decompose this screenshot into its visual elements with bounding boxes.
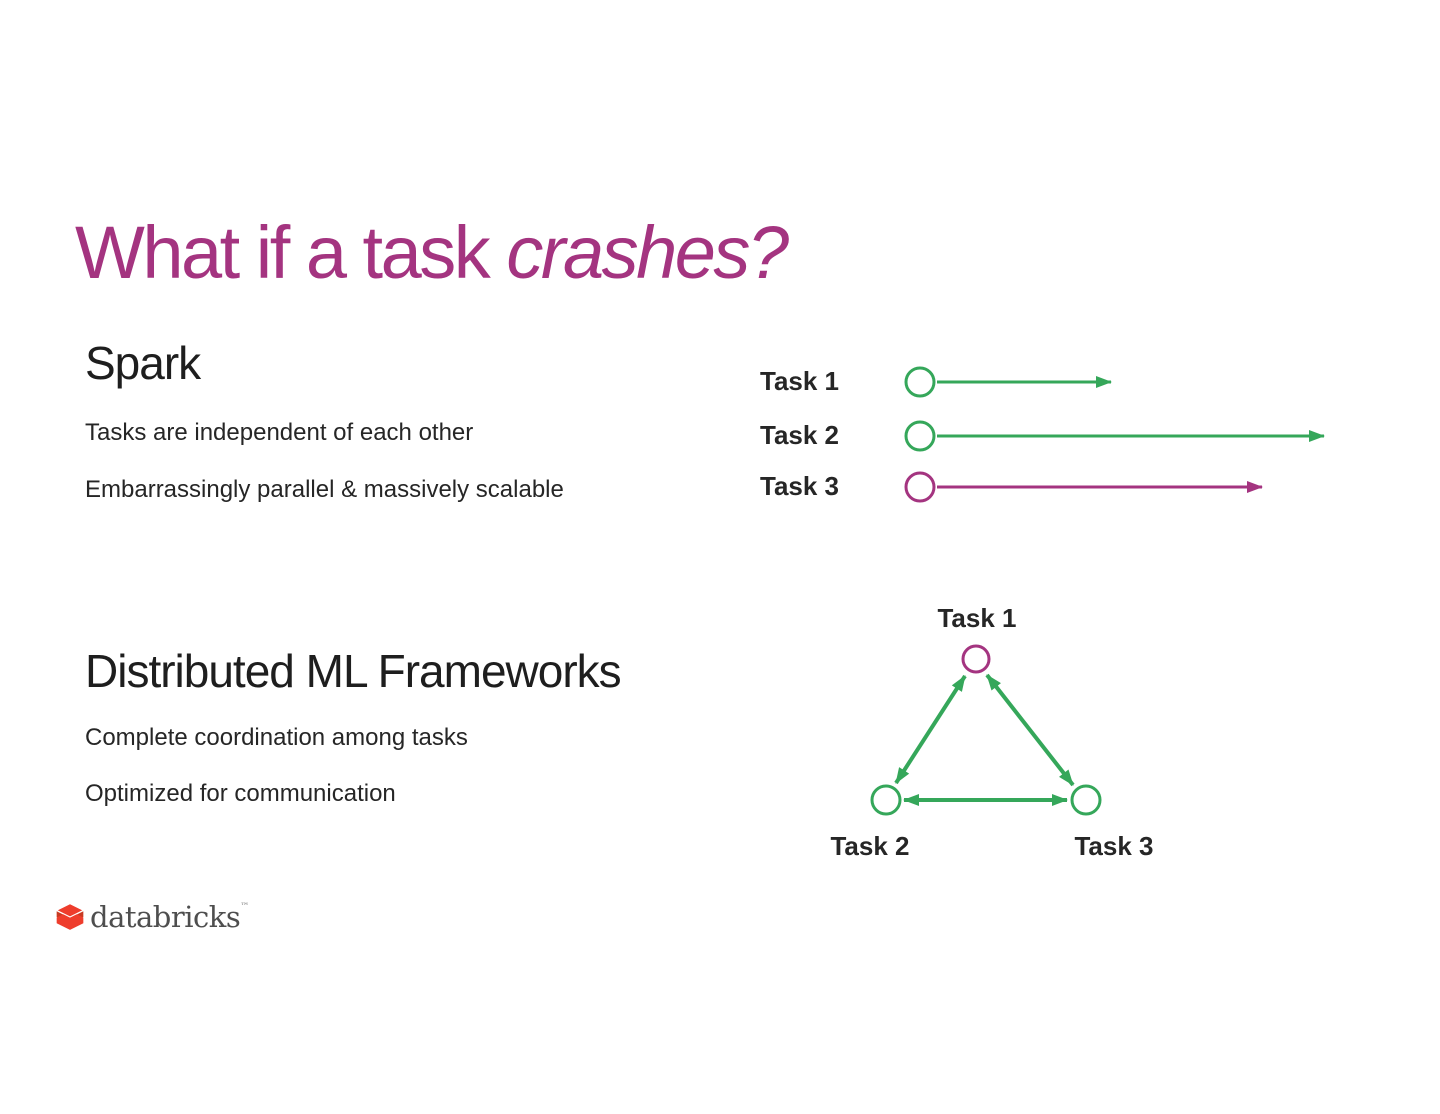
section-heading-spark: Spark (85, 337, 201, 389)
triangle-task2-node (870, 784, 902, 816)
task-timeline-diagram (904, 366, 1325, 503)
triangle-task2-label: Task 2 (830, 831, 910, 861)
databricks-logo-icon (55, 903, 85, 930)
timeline-task3-node (904, 471, 936, 503)
timeline-task1-label: Task 1 (760, 366, 840, 396)
page-title: What if a task crashes? (75, 211, 789, 294)
triangle-task3-node (1070, 784, 1102, 816)
triangle-edge-top-left (894, 674, 967, 785)
databricks-wordmark: databricks™ (90, 899, 249, 934)
timeline-task2-node (904, 420, 936, 452)
triangle-edge-top-right (985, 673, 1075, 787)
trademark-symbol: ™ (240, 901, 249, 912)
spark-bullet-1: Tasks are independent of each other (85, 419, 474, 446)
databricks-logo: databricks™ (54, 900, 249, 934)
section-heading-distributed-ml: Distributed ML Frameworks (85, 645, 622, 697)
timeline-task1-node (904, 366, 936, 398)
timeline-task3-label: Task 3 (760, 471, 840, 501)
task-triangle-diagram (870, 644, 1102, 816)
dml-bullet-2: Optimized for communication (85, 780, 396, 807)
triangle-task3-label: Task 3 (1074, 831, 1154, 861)
timeline-task2-label: Task 2 (760, 420, 840, 450)
spark-bullet-2: Embarrassingly parallel & massively scal… (85, 476, 564, 503)
triangle-task1-label: Task 1 (937, 603, 1017, 633)
triangle-task1-node (961, 644, 991, 674)
page-title-emphasis: crashes? (506, 211, 789, 294)
page-title-prefix: What if a task (75, 211, 507, 294)
dml-bullet-1: Complete coordination among tasks (85, 724, 468, 751)
